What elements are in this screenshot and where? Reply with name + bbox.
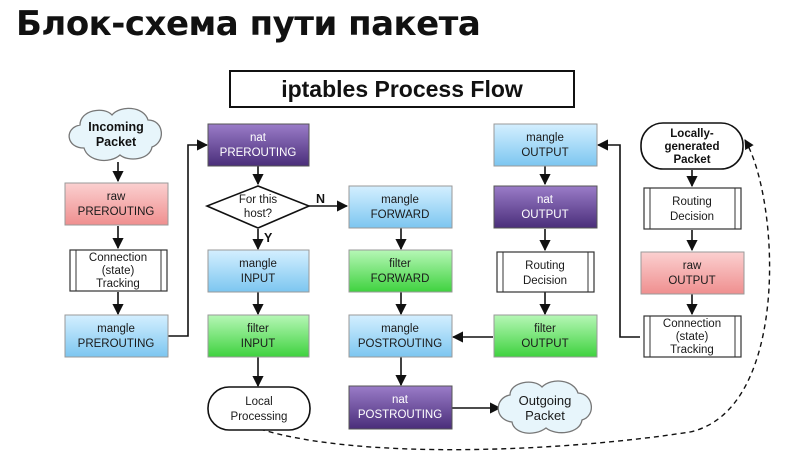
mangle-input-box: mangle INPUT: [207, 249, 310, 293]
slide-title: Блок-схема пути пакета: [16, 4, 481, 44]
filter-forward-label: FORWARD: [371, 273, 430, 285]
outgoing-packet-label: Outgoing: [519, 393, 572, 408]
for-this-host-label: For this: [239, 194, 278, 206]
for-this-host-decision: For this host?: [204, 185, 312, 229]
connection-tracking-in-label: Tracking: [96, 278, 140, 290]
connection-tracking-in-label: (state): [102, 265, 135, 277]
diagram-title-box: iptables Process Flow: [229, 70, 575, 108]
local-processing-terminal: Local Processing: [207, 386, 311, 431]
filter-output-label: filter: [534, 323, 556, 335]
connection-tracking-out-label: (state): [676, 331, 709, 343]
mangle-forward-box: mangle FORWARD: [348, 185, 453, 229]
mangle-input-label: mangle: [239, 258, 277, 270]
mangle-forward-label: mangle: [381, 194, 419, 206]
mangle-prerouting-box: mangle PREROUTING: [64, 314, 169, 358]
locally-generated-packet-label: Packet: [673, 154, 710, 166]
routing-decision-local-label: Decision: [670, 211, 714, 223]
connection-tracking-out-label: Connection: [663, 318, 721, 330]
mangle-input-label: INPUT: [241, 273, 276, 285]
nat-output-label: OUTPUT: [521, 209, 568, 221]
mangle-postrouting-label: mangle: [381, 323, 419, 335]
mangle-output-label: mangle: [526, 132, 564, 144]
diagram-title: iptables Process Flow: [281, 76, 523, 102]
incoming-packet-cloud: Incoming Packet: [68, 107, 162, 162]
connection-tracking-in-box: Connection (state) Tracking: [69, 249, 168, 292]
incoming-label-2: Packet: [96, 135, 137, 149]
nat-output-box: nat OUTPUT: [493, 185, 598, 229]
edge-label-yes: Y: [264, 231, 273, 245]
connection-tracking-out-label: Tracking: [670, 344, 714, 356]
filter-output-box: filter OUTPUT: [493, 314, 598, 358]
raw-output-label: raw: [683, 260, 702, 272]
filter-forward-label: filter: [389, 258, 411, 270]
connection-tracking-in-label: Connection: [89, 252, 147, 264]
local-processing-label: Local: [245, 396, 273, 408]
raw-prerouting-label: PREROUTING: [78, 206, 155, 218]
filter-forward-box: filter FORWARD: [348, 249, 453, 293]
routing-decision-local-label: Routing: [672, 196, 712, 208]
routing-decision-output-box: Routing Decision: [496, 251, 595, 293]
locally-generated-packet-label: Locally-: [670, 128, 714, 140]
mangle-postrouting-box: mangle POSTROUTING: [348, 314, 453, 358]
filter-input-label: INPUT: [241, 338, 276, 350]
raw-prerouting-box: raw PREROUTING: [64, 182, 169, 226]
nat-postrouting-label: nat: [392, 394, 409, 406]
nat-postrouting-box: nat POSTROUTING: [348, 385, 453, 430]
mangle-forward-label: FORWARD: [371, 209, 430, 221]
nat-output-label: nat: [537, 194, 554, 206]
filter-input-label: filter: [247, 323, 269, 335]
mangle-postrouting-label: POSTROUTING: [358, 338, 442, 350]
nat-prerouting-box: nat PREROUTING: [207, 123, 310, 167]
nat-prerouting-label: nat: [250, 132, 267, 144]
incoming-label-1: Incoming: [88, 120, 144, 134]
mangle-output-label: OUTPUT: [521, 147, 568, 159]
edge-label-no: N: [316, 192, 325, 206]
filter-input-box: filter INPUT: [207, 314, 310, 358]
local-processing-label: Processing: [231, 411, 288, 423]
locally-generated-packet-label: generated: [665, 141, 720, 153]
filter-output-label: OUTPUT: [521, 338, 568, 350]
mangle-prerouting-label: mangle: [97, 323, 135, 335]
raw-output-box: raw OUTPUT: [640, 251, 745, 295]
routing-decision-output-label: Routing: [525, 260, 565, 272]
raw-prerouting-label: raw: [107, 191, 126, 203]
outgoing-packet-cloud: Outgoing Packet: [497, 380, 592, 434]
nat-postrouting-label: POSTROUTING: [358, 409, 442, 421]
locally-generated-packet-terminal: Locally- generated Packet: [640, 122, 744, 170]
mangle-prerouting-label: PREROUTING: [78, 338, 155, 350]
connection-tracking-out-box: Connection (state) Tracking: [643, 315, 742, 358]
edges: [112, 139, 771, 451]
for-this-host-label: host?: [244, 208, 272, 220]
routing-decision-local-box: Routing Decision: [643, 187, 742, 230]
nat-prerouting-label: PREROUTING: [220, 147, 297, 159]
mangle-output-box: mangle OUTPUT: [493, 123, 598, 167]
routing-decision-output-label: Decision: [523, 275, 567, 287]
raw-output-label: OUTPUT: [668, 275, 715, 287]
outgoing-packet-label: Packet: [525, 408, 565, 423]
